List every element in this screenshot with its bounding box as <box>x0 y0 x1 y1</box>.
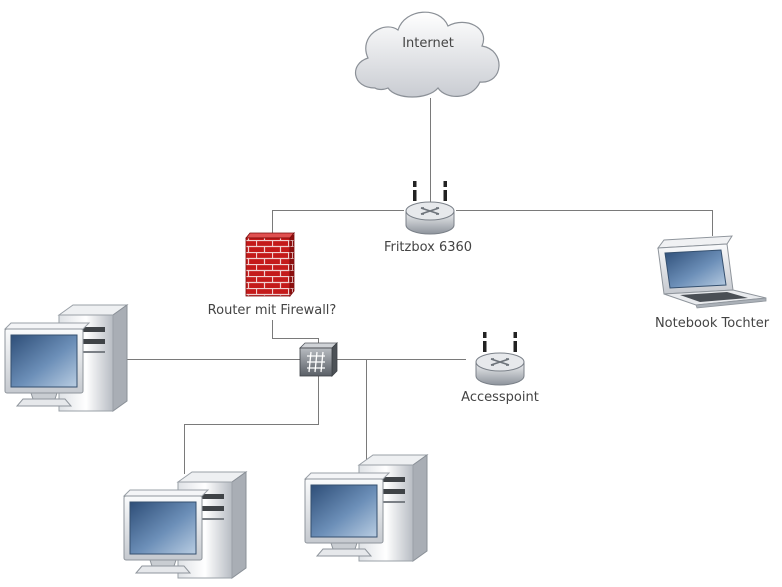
firewall-label: Router mit Firewall? <box>208 303 337 318</box>
node-switch <box>299 342 338 377</box>
accesspoint-label: Accesspoint <box>461 390 539 405</box>
connection-lines <box>126 98 713 474</box>
cloud-icon <box>354 11 500 98</box>
firewall-icon <box>245 231 295 298</box>
node-pc-left <box>4 304 128 412</box>
node-firewall: Router mit Firewall? <box>208 231 337 318</box>
link-firewall-switch <box>272 320 319 346</box>
wireless-router-icon <box>475 331 525 386</box>
link-switch-pc-bottom-right <box>336 359 367 462</box>
node-pc-bottom-left <box>123 471 247 579</box>
laptop-icon <box>656 235 767 309</box>
link-switch-pc-bottom-left <box>184 376 319 474</box>
node-fritzbox: Fritzbox 6360 <box>384 180 472 255</box>
node-pc-bottom-right <box>304 454 428 562</box>
switch-icon <box>299 342 338 377</box>
link-fritzbox-firewall <box>272 210 404 236</box>
desktop-computer-icon <box>123 471 247 579</box>
node-internet: Internet <box>354 11 500 98</box>
notebook-label: Notebook Tochter <box>655 316 770 331</box>
link-fritzbox-notebook <box>456 210 713 236</box>
desktop-computer-icon <box>304 454 428 562</box>
node-accesspoint: Accesspoint <box>461 331 539 405</box>
node-notebook: Notebook Tochter <box>655 235 770 331</box>
fritzbox-label: Fritzbox 6360 <box>384 240 472 255</box>
internet-label: Internet <box>402 36 454 51</box>
desktop-computer-icon <box>4 304 128 412</box>
